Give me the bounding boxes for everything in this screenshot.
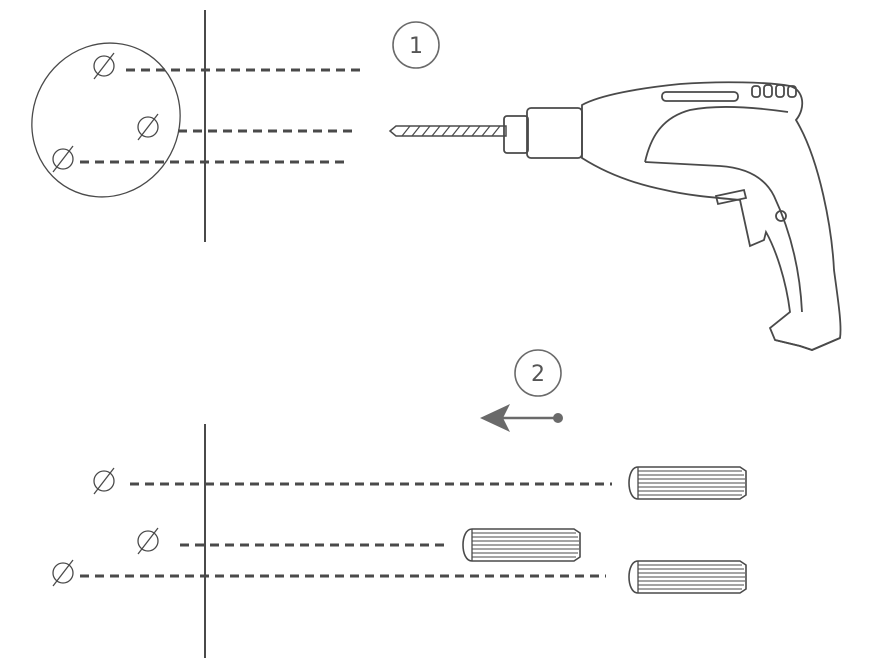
diameter-symbol-icon (52, 145, 74, 173)
wall-plug-icon (628, 466, 747, 500)
power-drill-icon (503, 81, 842, 351)
arrow-left-icon (480, 404, 563, 432)
step-2-badge: 2 (514, 349, 562, 397)
diameter-symbol-icon (137, 527, 159, 555)
step-2-panel: 2 (52, 349, 747, 658)
drill-bit-icon (388, 125, 507, 137)
step-2-number: 2 (531, 362, 545, 387)
diameter-symbol-icon (52, 559, 74, 587)
wall-plug-icon (628, 560, 747, 594)
step-1-badge: 1 (392, 21, 440, 69)
wall-plug-icon (462, 528, 581, 562)
diameter-symbol-icon (93, 52, 115, 80)
diameter-symbol-icon (93, 467, 115, 495)
step-1-number: 1 (409, 34, 423, 59)
mounting-base-outline (31, 42, 181, 198)
diameter-symbol-icon (137, 113, 159, 141)
step-1-panel: 1 (31, 10, 842, 351)
